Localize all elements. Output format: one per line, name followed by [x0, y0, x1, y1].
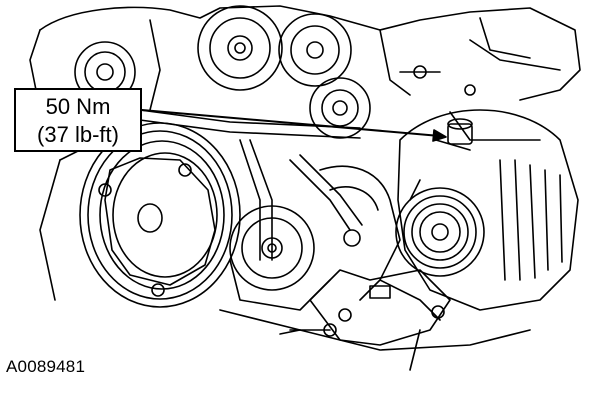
alternator-pulley: [395, 187, 485, 277]
engine-block-top: [29, 5, 581, 111]
tensioner-arm: [319, 165, 441, 321]
drive-belt: [139, 109, 363, 261]
mid-idler-pulley: [309, 77, 371, 139]
torque-imperial-label: (37 lb-ft): [37, 122, 119, 147]
upper-idler-pulley-right: [278, 13, 352, 87]
upper-idler-pulley-center: [197, 5, 283, 91]
callout-leader-line: [141, 109, 447, 142]
figure-identifier: A0089481: [6, 357, 86, 376]
misc-fasteners: [279, 65, 476, 335]
torque-metric-label: 50 Nm: [45, 94, 111, 119]
torque-callout: 50 Nm (37 lb-ft): [14, 88, 142, 152]
alternator: [397, 109, 579, 311]
alternator-mounting-bracket: [219, 269, 531, 371]
alternator-mounting-bolt: [435, 118, 473, 151]
